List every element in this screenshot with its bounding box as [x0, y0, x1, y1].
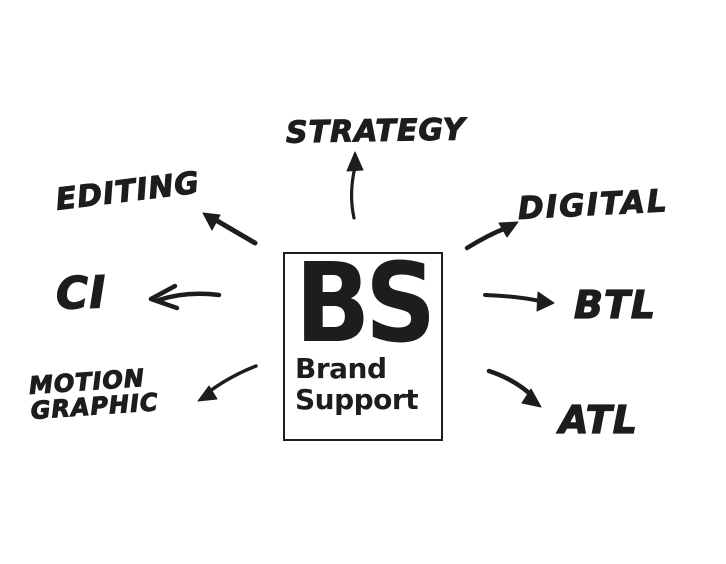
editing-arrow — [202, 212, 258, 246]
atl-arrow — [486, 368, 542, 408]
ci-arrow — [148, 283, 222, 311]
center-abbreviation: BS — [295, 239, 436, 367]
branch-label-btl: BTL — [573, 283, 657, 327]
center-name: Brand Support — [295, 351, 441, 416]
strategy-arrow — [346, 151, 364, 220]
branch-label-strategy: STRATEGY — [285, 112, 466, 151]
center-name-line2: Support — [295, 382, 419, 416]
branch-label-atl: ATL — [558, 398, 638, 442]
center-name-line1: Brand — [295, 351, 387, 385]
branch-label-motion-graphic: MOTION GRAPHIC — [28, 363, 160, 425]
branch-label-ci: CI — [54, 266, 108, 320]
branch-label-digital: DIGITAL — [517, 183, 671, 228]
motion-graphic-arrow — [197, 364, 258, 402]
digital-arrow — [464, 221, 519, 251]
btl-arrow — [483, 291, 555, 312]
center-box: BS Brand Support — [283, 239, 443, 441]
